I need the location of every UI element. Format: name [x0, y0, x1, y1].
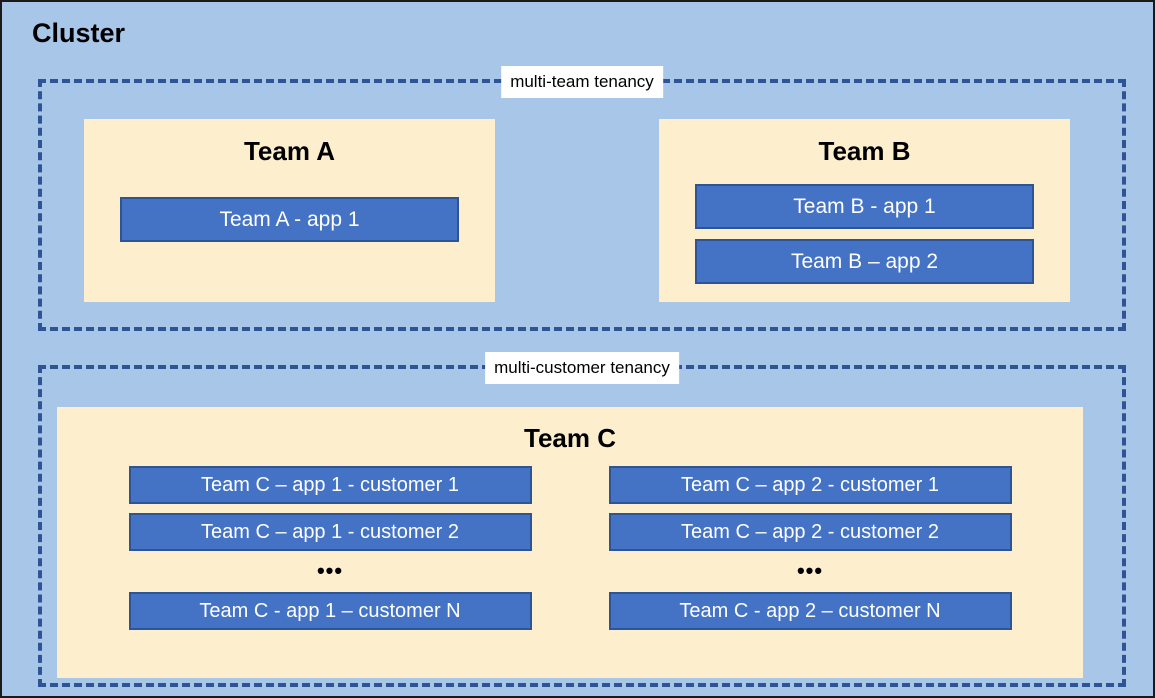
- app-list-team-b: Team B - app 1 Team B – app 2: [695, 184, 1034, 284]
- tenancy-group-label-multi-team: multi-team tenancy: [501, 66, 663, 98]
- ellipsis-team-c-app-1: •••: [316, 558, 344, 583]
- team-title-team-b: Team B: [818, 136, 911, 166]
- team-box-team-b: Team B Team B - app 1 Team B – app 2: [659, 119, 1070, 302]
- app-bar-team-c-app-1-customer-2[interactable]: Team C – app 1 - customer 2: [128, 513, 532, 551]
- team-box-team-c: Team C Team C – app 1 - customer 1 Team …: [57, 407, 1083, 678]
- app-bar-team-c-app-2-customer-2[interactable]: Team C – app 2 - customer 2: [608, 513, 1012, 551]
- tenancy-group-multi-team: multi-team tenancy: [38, 66, 1126, 331]
- app-bar-team-c-app-2-customer-1[interactable]: Team C – app 2 - customer 1: [608, 466, 1012, 504]
- app-list-team-a: Team A - app 1: [120, 197, 459, 242]
- app-column-team-c-app-1: Team C – app 1 - customer 1 Team C – app…: [128, 466, 532, 630]
- app-bar-team-c-app-2-customer-n[interactable]: Team C - app 2 – customer N: [608, 592, 1012, 630]
- tenancy-group-multi-customer: multi-customer tenancy: [38, 352, 1126, 687]
- tenancy-group-label-multi-customer: multi-customer tenancy: [485, 352, 679, 384]
- app-bar-team-c-app-1-customer-1[interactable]: Team C – app 1 - customer 1: [128, 466, 532, 504]
- app-bar-team-a-app-1[interactable]: Team A - app 1: [120, 197, 459, 242]
- app-column-team-c-app-2: Team C – app 2 - customer 1 Team C – app…: [608, 466, 1012, 630]
- team-box-team-a: Team A Team A - app 1: [84, 119, 495, 302]
- app-bar-team-c-app-1-customer-n[interactable]: Team C - app 1 – customer N: [128, 592, 532, 630]
- app-columns-team-c: Team C – app 1 - customer 1 Team C – app…: [57, 466, 1083, 630]
- app-bar-team-b-app-1[interactable]: Team B - app 1: [695, 184, 1034, 229]
- team-title-team-c: Team C: [524, 423, 616, 453]
- ellipsis-team-c-app-2: •••: [796, 558, 824, 583]
- team-title-team-a: Team A: [243, 136, 336, 166]
- page-title: Cluster: [32, 18, 126, 48]
- app-bar-team-b-app-2[interactable]: Team B – app 2: [695, 239, 1034, 284]
